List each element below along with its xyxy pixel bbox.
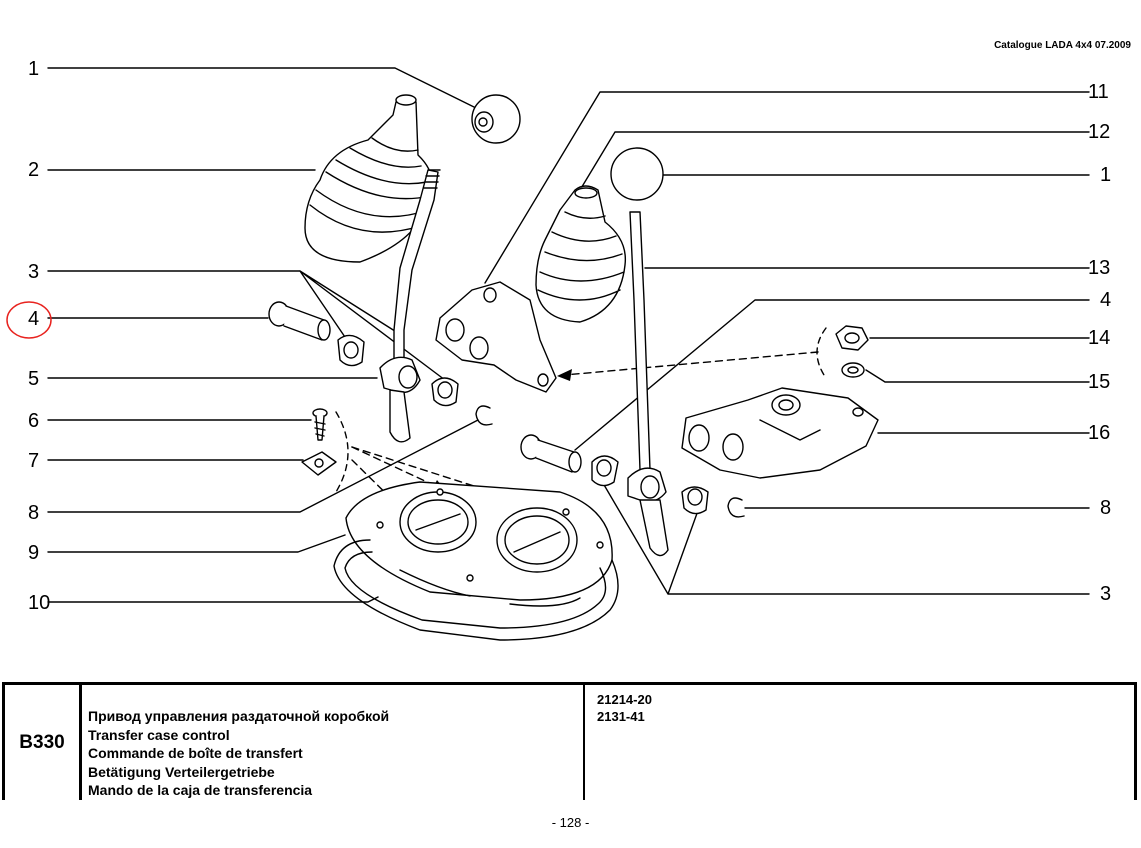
clip-nut [301, 451, 337, 476]
callout-9: 9 [28, 542, 40, 564]
lock-washer [841, 362, 865, 378]
circlip-right [727, 497, 745, 518]
circlip-left [475, 405, 493, 426]
catalogue-header: Catalogue LADA 4x4 07.2009 [994, 40, 1131, 51]
leader-line-9 [47, 534, 346, 553]
leader-line-15 [865, 369, 1090, 383]
title-block: B330 Привод управления раздаточной короб… [0, 682, 1141, 800]
leader-line-4-right [574, 299, 1090, 451]
transfer-lever-right [627, 211, 669, 557]
rubber-boot-right [535, 185, 627, 323]
description-de: Betätigung Verteilergetriebe [88, 763, 275, 780]
callout-2: 2 [28, 159, 40, 181]
leader-line-1-left [47, 67, 477, 109]
hex-nut [835, 325, 869, 351]
pivot-bolt-left [268, 301, 331, 341]
callout-14: 14 [1088, 327, 1111, 349]
callout-6: 6 [28, 410, 40, 432]
callout-3-left: 3 [28, 261, 40, 283]
callout-10: 10 [28, 592, 51, 614]
callout-1-right: 1 [1100, 164, 1112, 186]
description-ru: Привод управления раздаточной коробкой [88, 708, 390, 724]
callout-4-left: 4 [28, 308, 40, 330]
title-block-frame: B330 Привод управления раздаточной короб… [2, 682, 1137, 800]
callout-7: 7 [28, 450, 40, 472]
gear-knob-right [610, 147, 664, 201]
support-bracket [435, 281, 557, 393]
bushing-right [591, 455, 709, 515]
pivot-bolt-right [520, 434, 582, 473]
callout-11: 11 [1088, 81, 1109, 103]
callout-12: 12 [1088, 121, 1111, 143]
page-number: - 128 - [551, 815, 590, 830]
description-es: Mando de la caja de transferencia [88, 782, 313, 798]
leader-line-3-left [47, 270, 446, 381]
mounting-plate [345, 481, 613, 601]
lever-bracket-housing [681, 387, 879, 479]
leader-line-11 [484, 91, 1090, 284]
highlight-circle [6, 301, 52, 339]
callout-3-right: 3 [1100, 583, 1112, 605]
section-code: B330 [5, 685, 82, 800]
rubber-boot-left [304, 94, 433, 263]
leader-line-12 [579, 131, 1090, 191]
transfer-lever-left [379, 169, 441, 443]
callout-1-left: 1 [28, 58, 40, 80]
model-code: 2131-41 [597, 709, 645, 724]
callout-8-left: 8 [28, 502, 40, 524]
callout-8-right: 8 [1100, 497, 1112, 519]
leader-line-10 [47, 596, 379, 603]
section-descriptions: Привод управления раздаточной коробкой T… [82, 685, 585, 800]
callout-16: 16 [1088, 422, 1111, 444]
bushing-left [337, 334, 459, 407]
gear-knob-left [471, 94, 521, 144]
callout-13: 13 [1088, 257, 1111, 279]
callout-5: 5 [28, 368, 40, 390]
model-codes: 21214-20 2131-41 [587, 685, 1134, 800]
description-en: Transfer case control [88, 726, 230, 743]
gasket [333, 539, 619, 641]
callout-4-right: 4 [1100, 289, 1112, 311]
leader-line-3-right [599, 477, 1090, 595]
screw [312, 408, 328, 441]
callout-15: 15 [1088, 371, 1111, 393]
leader-line-8-left [47, 419, 479, 513]
model-code: 21214-20 [597, 692, 652, 707]
description-fr: Commande de boîte de transfert [88, 745, 303, 761]
